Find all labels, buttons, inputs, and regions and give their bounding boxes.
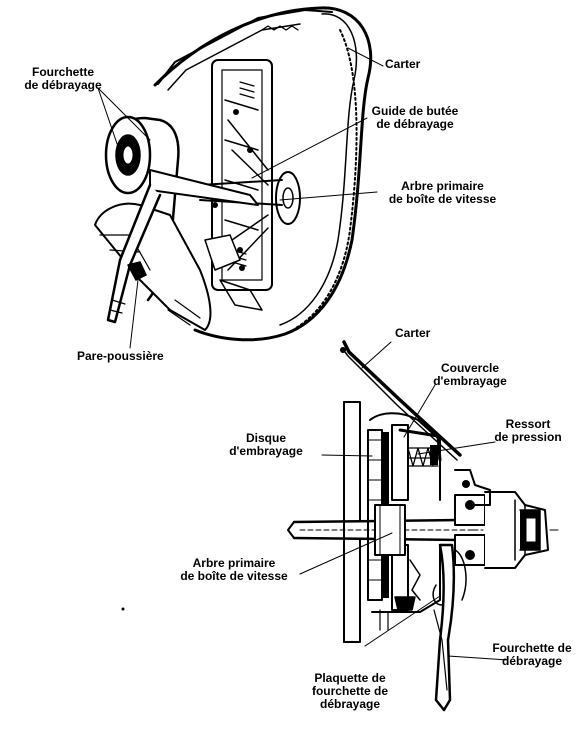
label-clutch-cover: Couvercle d'embrayage [433, 361, 507, 388]
label-clutch-disc: Disque d'embrayage [229, 431, 303, 458]
label-shaft-bottom: Arbre primaire de boîte de vitesse [180, 556, 288, 583]
top-leader-lines [97, 47, 384, 349]
label-dust-boot: Pare-poussière [77, 349, 164, 363]
label-fork-top: Fourchette de débrayage [24, 65, 102, 92]
label-carter-top: Carter [385, 57, 421, 71]
label-bearing-guide: Guide de butée de débrayage [371, 104, 459, 131]
bottom-clutch-section [287, 340, 561, 712]
top-clutch-assembly [94, 6, 373, 342]
label-shaft-top: Arbre primaire de boîte de vitesse [388, 179, 497, 206]
label-fork-plate: Plaquette de fourchette de débrayage [311, 671, 388, 711]
label-pressure-spring: Ressort de pression [494, 417, 562, 444]
label-fork-bottom: Fourchette de débrayage [492, 641, 572, 668]
bottom-leader-lines [299, 341, 509, 661]
label-carter-bottom: Carter [395, 326, 431, 340]
stray-dot [121, 607, 125, 611]
